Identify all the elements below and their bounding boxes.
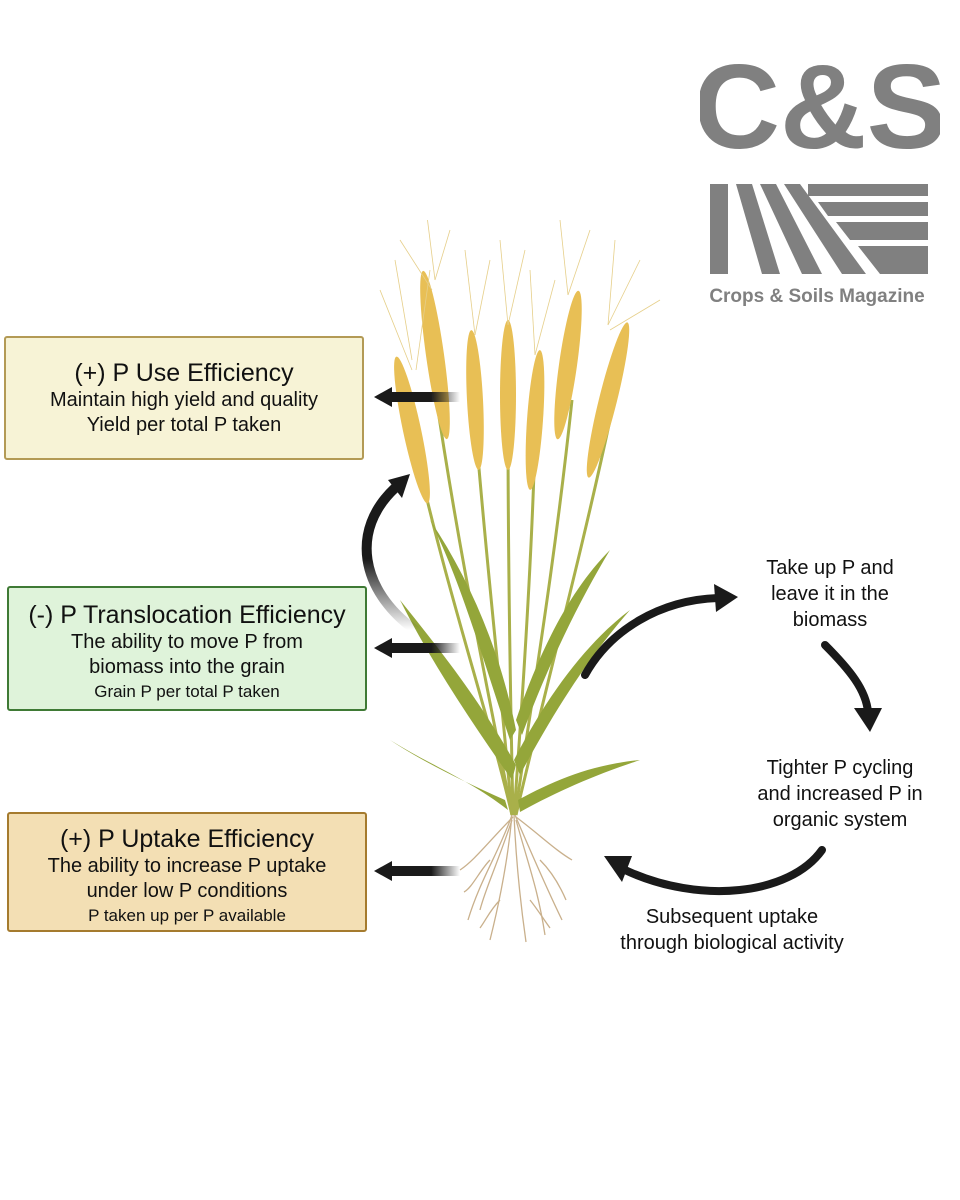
arrow-to-use-efficiency xyxy=(374,387,460,407)
cycle-label-take-up-line: biomass xyxy=(792,609,868,631)
cycle-label-tighter-line: organic system xyxy=(772,809,908,831)
p-uptake-efficiency-line2: under low P conditions xyxy=(86,880,288,902)
cycle-label-take-up: Take up P and leave it in the biomass xyxy=(730,555,930,633)
p-translocation-efficiency-line2: biomass into the grain xyxy=(89,656,285,678)
crops-and-soils-logo: C&S Crops & Soils Magazine xyxy=(700,40,940,307)
p-uptake-efficiency-title: (+) P Uptake Efficiency xyxy=(59,825,315,853)
p-uptake-efficiency-box: (+) P Uptake Efficiency The ability to i… xyxy=(7,812,367,932)
cycle-label-subsequent-uptake: Subsequent uptake through biological act… xyxy=(582,904,882,956)
p-use-efficiency-box: (+) P Use Efficiency Maintain high yield… xyxy=(4,336,364,460)
cycle-label-subsequent-line: Subsequent uptake xyxy=(645,906,819,928)
cycle-label-tighter-line: Tighter P cycling xyxy=(766,757,914,779)
p-translocation-efficiency-title: (-) P Translocation Efficiency xyxy=(28,601,346,629)
roots xyxy=(459,814,573,943)
cycle-label-take-up-line: Take up P and xyxy=(766,557,894,579)
p-use-efficiency-line2: Yield per total P taken xyxy=(86,414,282,436)
logo-mark: C&S xyxy=(700,40,940,174)
cycle-label-tighter-line: and increased P in xyxy=(757,783,923,805)
awns xyxy=(379,220,661,371)
arrow-to-translocation-efficiency xyxy=(374,638,460,658)
logo-field-icon xyxy=(710,184,928,274)
p-translocation-efficiency-line1: The ability to move P from xyxy=(71,631,303,653)
p-translocation-efficiency-box: (-) P Translocation Efficiency The abili… xyxy=(7,586,367,711)
cycle-label-tighter-cycling: Tighter P cycling and increased P in org… xyxy=(740,755,940,833)
p-uptake-efficiency-line1: The ability to increase P uptake xyxy=(47,855,327,877)
cycle-arrow-tighter xyxy=(821,641,882,732)
arrow-to-uptake-efficiency xyxy=(374,861,460,881)
logo-caption: Crops & Soils Magazine xyxy=(709,286,924,307)
curved-arrow-biomass-to-grain xyxy=(361,474,420,635)
p-translocation-efficiency-line3: Grain P per total P taken xyxy=(94,682,280,701)
p-use-efficiency-title: (+) P Use Efficiency xyxy=(74,359,294,387)
cycle-arrow-take-up xyxy=(581,584,738,679)
cycle-label-take-up-line: leave it in the xyxy=(771,583,889,605)
p-uptake-efficiency-line3: P taken up per P available xyxy=(88,906,286,925)
cycle-arrow-subsequent xyxy=(604,846,826,895)
p-use-efficiency-line1: Maintain high yield and quality xyxy=(50,389,318,411)
cycle-label-subsequent-line: through biological activity xyxy=(620,932,844,954)
